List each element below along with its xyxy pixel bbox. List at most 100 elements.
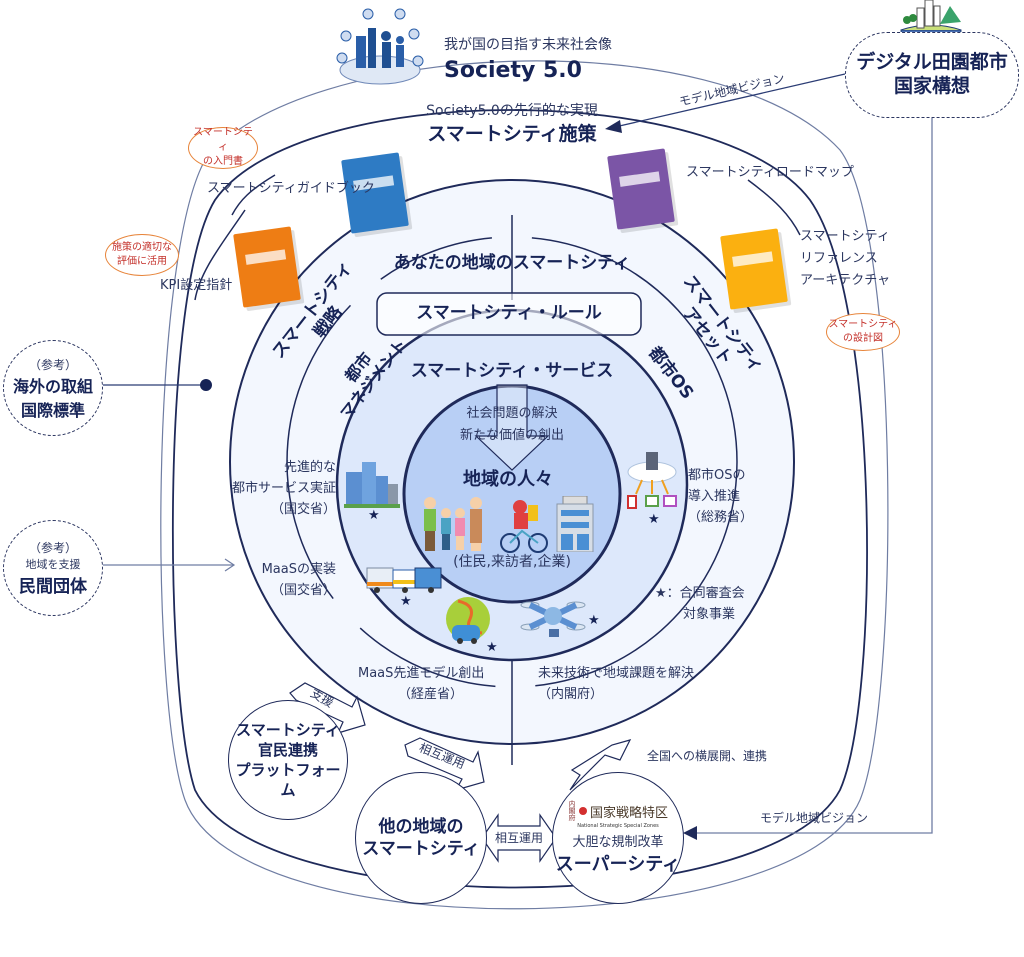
architecture-label-line-2: リファレンス [800,251,878,267]
policy-outline [172,109,868,889]
initiative-maas-line-1: MaaSの実装 [261,562,336,577]
digital-garden-title-2: 国家構想 [893,75,970,97]
core-text-line-2: 新たな価値の創出 [459,428,565,444]
platform-circle: スマートシティ 官民連携 プラットフォーム [228,700,348,820]
nationwide-arrow [569,739,632,791]
private-connector-arrowhead [224,558,236,572]
mutual-arrow-top [404,737,485,791]
cyclist-icon [500,497,548,555]
leader-guidebook [231,174,276,216]
platform-line-1: スマートシティ [236,720,340,739]
people-family-icon [420,495,492,553]
intl-connector-dot [200,379,212,391]
autonomous-car-map-icon [440,595,494,649]
model-vision-line-bottom [695,118,933,834]
roadmap-book-icon [607,148,675,230]
cloud-os-icon [624,450,680,510]
architecture-bubble-line-1: スマートシティ [828,318,898,330]
star-future-tech: ★ [588,613,600,628]
initiative-city-services-line-1: 先進的な [283,460,336,475]
policy-subtitle: Society5.0の先行的な実現 [426,103,598,119]
digital-garden-box: デジタル田園都市 国家構想 [845,32,1019,118]
model-vision-arrowhead-bottom [683,826,697,840]
kpi-bubble: 施策の適切な評価に活用 [105,234,179,276]
initiative-city-os-line-1: 都市OSの [688,468,746,483]
model-vision-line-top [614,73,846,128]
star-legend-line-1: ★：合同審査会 [655,586,745,601]
digital-garden-title-1: デジタル田園都市 [856,51,1008,74]
initiative-city-os-line-3: （総務省） [688,509,754,525]
intl-line-1: 海外の取組 [12,376,93,396]
initiative-city-services-line-3: （国交省） [270,501,336,517]
initiative-maas-model: MaaS先進モデル創出 （経産省） [358,664,484,706]
super-city-circle: 内閣府 国家戦略特区 National Strategic Special Zo… [552,772,684,904]
star-maas: ★ [400,594,412,609]
society-outline [160,60,889,910]
star-legend-line-2: 対象事業 [683,606,736,622]
rule-label: スマートシティ・ルール [416,303,602,323]
nationwide-label: 全国への横展開、連携 [647,749,768,763]
logo-dot-icon [578,807,587,815]
initiative-maas-model-line-1: MaaS先進モデル創出 [358,666,485,681]
model-vision-arrowhead-top [605,120,622,133]
architecture-label-line-3: アーキテクチャ [800,273,891,289]
service-label: スマートシティ・サービス [410,361,614,381]
leader-roadmap [747,179,801,236]
leader-kpi [194,209,246,301]
platform-line-2: 官民連携 [257,740,318,759]
mutual-arrow-mid-label: 相互運用 [494,831,544,845]
architecture-label: スマートシティ リファレンス アーキテクチャ [800,226,890,292]
initiative-city-services-line-2: 都市サービス実証 [231,480,336,496]
initiative-maas: MaaSの実装 （国交省） [236,560,336,602]
policy-title: スマートシティ施策 [427,123,597,145]
core-text: 社会問題の解決 新たな価値の創出 [460,403,564,447]
architecture-bubble: スマートシティの設計図 [826,313,900,351]
initiative-city-os-line-2: 導入推進 [688,488,741,504]
private-reference: （参考） 地域を支援 民間団体 [3,520,103,616]
initiative-city-os: 都市OSの 導入推進 （総務省） [688,466,753,528]
initiative-future-tech-line-1: 未来技術で地域課題を解決 [538,666,695,681]
initiative-maas-line-2: （国交省） [270,582,336,598]
society-subtitle: 我が国の目指す未来社会像 [444,37,612,53]
initiative-maas-model-line-2: （経産省） [398,686,464,702]
kpi-bubble-line-2: 評価に活用 [117,256,167,267]
star-legend: ★：合同審査会 対象事業 [655,584,745,626]
your-region-title: あなたの地域のスマートシティ [393,253,631,273]
model-vision-label-bottom: モデル地域ビジョン [760,811,869,825]
architecture-bubble-line-2: の設計図 [842,333,883,344]
super-city-logo-en: National Strategic Special Zones [577,822,659,829]
intl-note: （参考） [28,357,77,372]
super-city-title: スーパーシティ [555,853,681,875]
architecture-book-icon [720,228,788,310]
kpi-book-icon [233,226,301,308]
star-city-os: ★ [648,512,660,527]
super-city-logo: 内閣府 国家戦略特区 [568,799,668,822]
kpi-label: KPI設定指針 [160,278,233,293]
maas-vehicles-icon [365,560,443,594]
architecture-label-line-1: スマートシティ [800,229,890,244]
down-arrow [474,384,550,471]
private-note: （参考） [28,541,77,555]
super-city-sub: 大胆な規制改革 [572,834,664,850]
core-text-line-1: 社会問題の解決 [466,406,558,421]
star-maas-model: ★ [486,640,498,655]
intl-reference: （参考） 海外の取組 国際標準 [3,340,103,436]
star-city-services: ★ [368,508,380,523]
platform-line-3: プラットフォーム [235,761,341,800]
rule-box [376,292,642,336]
kpi-bubble-line-1: 施策の適切な [112,241,172,253]
drone-icon [520,597,586,643]
other-region-line-1: 他の地域の [378,816,464,837]
guidebook-bubble-line-1: スマートシティ [193,127,253,153]
super-city-logo-side: 内閣府 [568,799,576,822]
society-title: Society 5.0 [444,58,582,83]
core-sub: (住民,来訪者,企業) [453,554,571,570]
core-title: 地域の人々 [463,469,553,490]
roadmap-label: スマートシティロードマップ [686,165,854,180]
ring-divider [286,236,738,688]
other-region-line-2: スマートシティ [362,839,480,859]
private-line-1: 民間団体 [19,577,87,597]
other-region-circle: 他の地域の スマートシティ [355,772,487,904]
intl-line-2: 国際標準 [20,400,85,420]
private-sub: 地域を支援 [25,558,81,571]
